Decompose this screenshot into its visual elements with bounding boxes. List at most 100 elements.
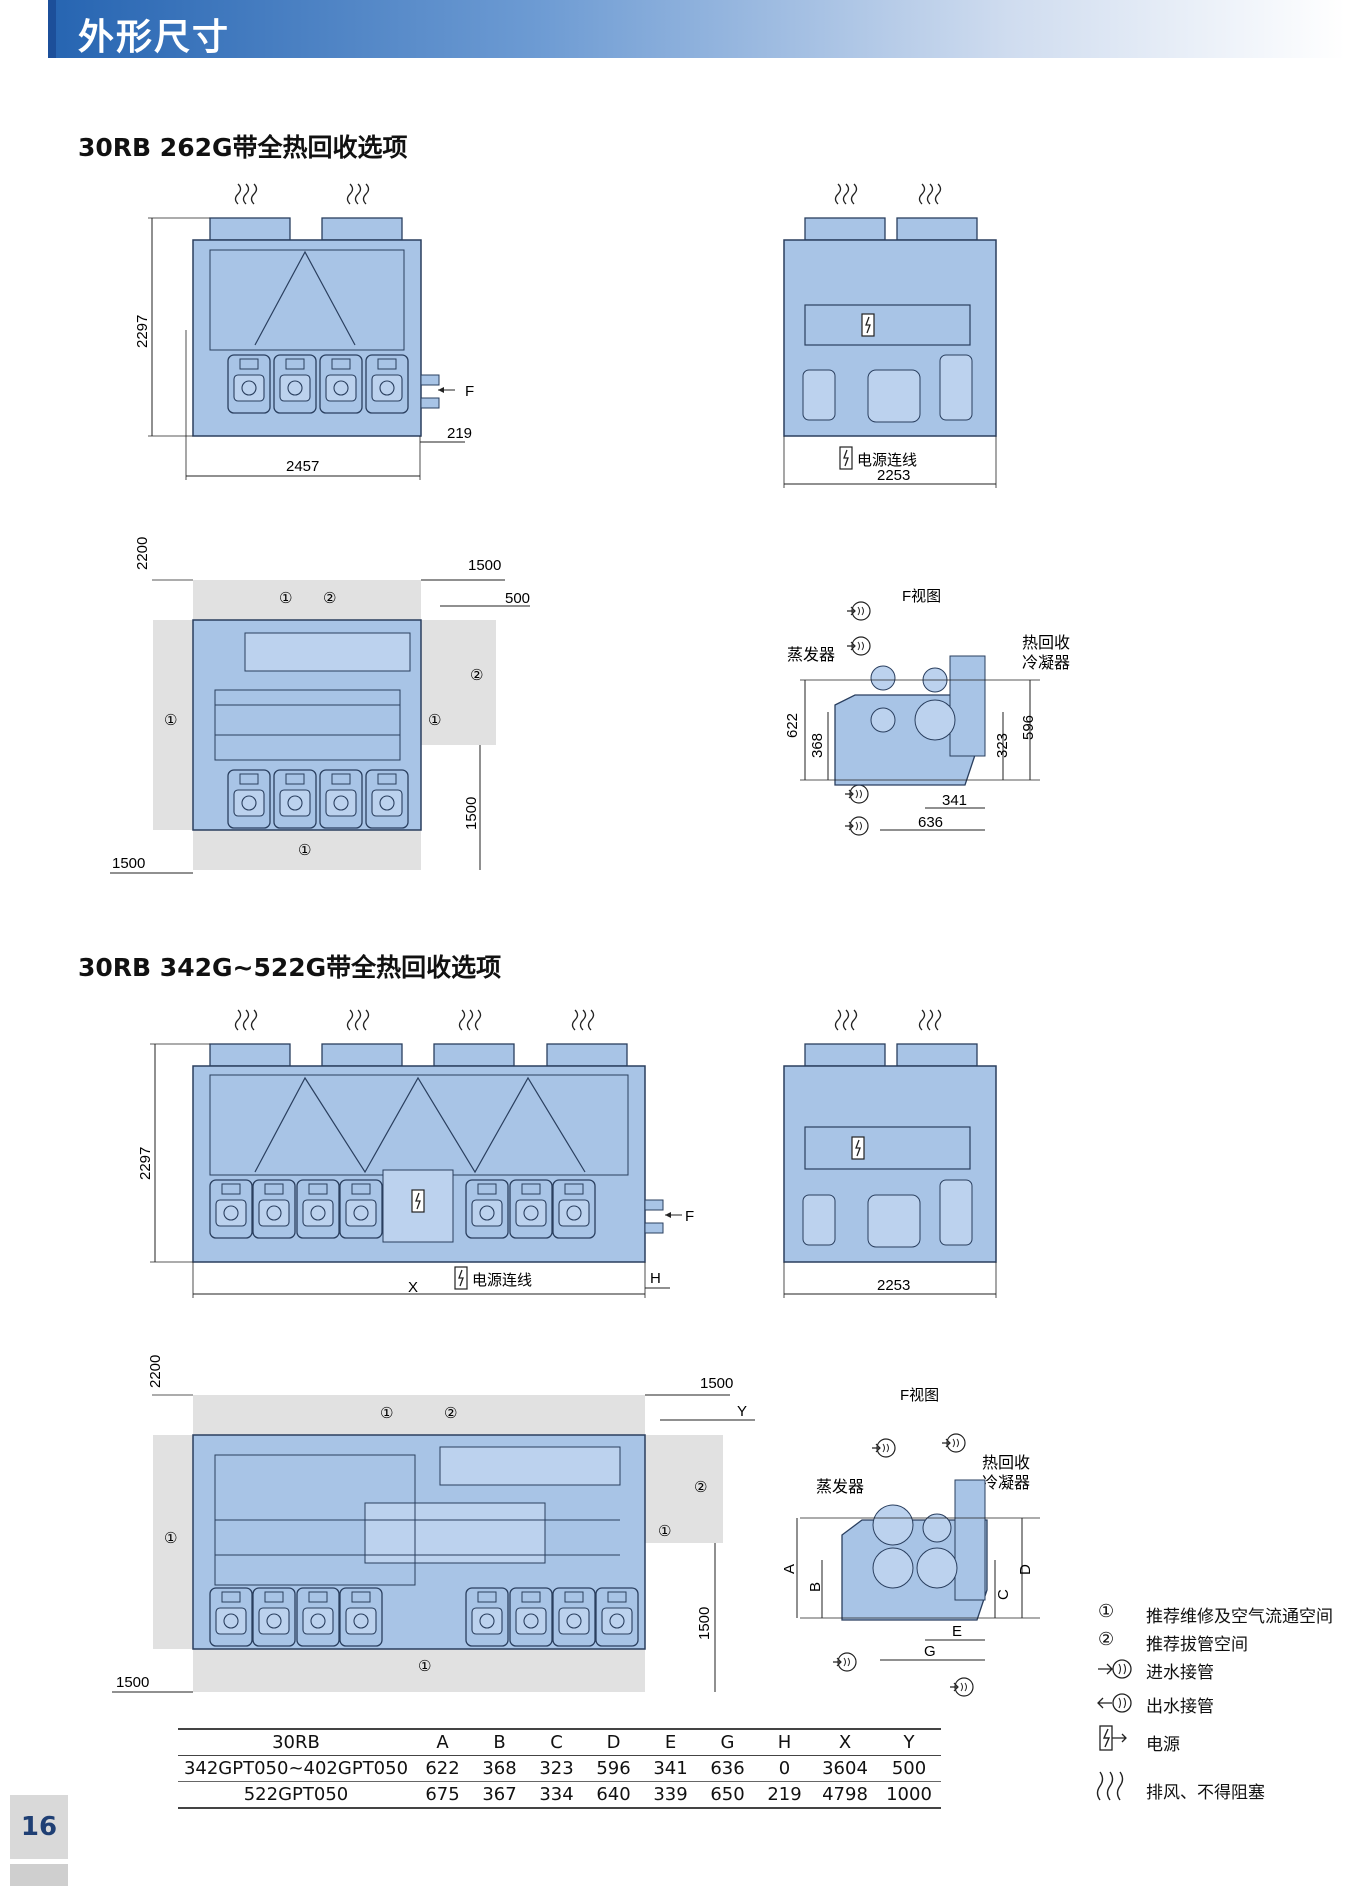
s1-fview-title: F视图 [902, 588, 941, 605]
s1-plan-right-dim: 1500 [468, 557, 501, 574]
outlet-pipe-icon [1097, 1693, 1132, 1713]
s2-plan-m1-left: ① [164, 1530, 177, 1547]
s2-evaporator-label: 蒸发器 [816, 1478, 864, 1496]
s1-side-view: 2253 电源连线 [783, 183, 997, 488]
table-header: B [493, 1732, 506, 1753]
s2-plan-m1-bottom: ① [418, 1658, 431, 1675]
s2-plan-side-dim: Y [737, 1403, 747, 1420]
s2-fview-title: F视图 [900, 1387, 939, 1404]
s1-plan-left-dim: 1500 [112, 855, 145, 872]
legend-item: 进水接管 [1092, 1656, 1342, 1690]
legend-label: 电源 [1146, 1735, 1180, 1755]
legend-marker-1: ① [1098, 1601, 1115, 1622]
s1-height-dim: 2297 [134, 315, 151, 348]
table-cell: 339 [642, 1781, 699, 1808]
s1-plan-m1-left: ① [164, 712, 177, 729]
s1-plan-m1-right: ① [428, 712, 441, 729]
s1-power-label: 电源连线 [857, 452, 917, 469]
table-cell: 341 [653, 1758, 688, 1779]
s2-plan-m1-top: ① [380, 1405, 393, 1422]
s1-plan-m2-right: ② [470, 667, 483, 684]
table-cell: 368 [482, 1758, 517, 1779]
table-header: H [777, 1732, 792, 1753]
legend-item: ① 推荐维修及空气流通空间 [1092, 1600, 1342, 1628]
table-header: C [550, 1732, 563, 1753]
legend-item: 电源 [1092, 1724, 1342, 1768]
s1-plan-side-dim: 500 [505, 590, 530, 607]
table-cell: 4798 [813, 1781, 877, 1808]
section1-title: 30RB 262G带全热回收选项 [78, 133, 408, 162]
airflow-icon [1096, 1771, 1124, 1801]
table-cell: 334 [528, 1781, 585, 1808]
legend-item: ② 推荐拔管空间 [1092, 1628, 1342, 1656]
s2-width-dim: X [408, 1279, 418, 1296]
table-cell: 367 [471, 1781, 528, 1808]
table-cell: 675 [414, 1781, 471, 1808]
table-row: 522GPT050 675 367 334 640 339 650 219 47… [178, 1781, 941, 1808]
table-header: D [606, 1732, 621, 1753]
s2-condenser-label-2: 冷凝器 [982, 1474, 1030, 1492]
s2-offset-dim: H [650, 1270, 661, 1287]
s2-f-marker: F [685, 1208, 694, 1225]
legend: ① 推荐维修及空气流通空间 ② 推荐拔管空间 进水接管 出水接管 电源 [1092, 1600, 1342, 1808]
s1-width-dim: 2457 [286, 458, 319, 475]
inlet-pipe-icon [1098, 1659, 1132, 1679]
table-header: G [720, 1732, 735, 1753]
table-cell: 596 [596, 1758, 631, 1779]
s2-power-label: 电源连线 [472, 1272, 532, 1289]
s1-plan-top-dim: 2200 [134, 537, 151, 570]
s2-height-dim: 2297 [137, 1147, 154, 1180]
s1-evaporator-label: 蒸发器 [787, 646, 835, 664]
s1-dim-b: 368 [809, 733, 826, 758]
s1-plan-m1-top: ① [279, 590, 292, 607]
s2-front-view: F 2297 X H 电源连线 [137, 1009, 694, 1298]
table-cell: 522GPT050 [178, 1781, 414, 1808]
page-header: 外形尺寸 [0, 0, 1345, 58]
s2-dim-e: E [952, 1623, 962, 1640]
s1-f-marker: F [465, 383, 474, 400]
table-cell: 640 [585, 1781, 642, 1808]
s2-dim-c: C [995, 1589, 1012, 1600]
s1-plan-bottom-dim: 1500 [463, 797, 480, 830]
dimension-table: 30RB A B C D E G H X Y 342GPT050~402GPT0… [178, 1728, 941, 1809]
table-cell: 622 [425, 1758, 460, 1779]
table-cell: 650 [699, 1781, 756, 1808]
table-cell: 500 [891, 1758, 927, 1779]
table-cell: 323 [539, 1758, 574, 1779]
s2-plan-m2-right: ② [694, 1479, 707, 1496]
table-cell: 0 [778, 1758, 791, 1779]
legend-label: 排风、不得阻塞 [1146, 1783, 1265, 1803]
s2-plan-m1-right: ① [658, 1523, 671, 1540]
s1-plan-m2-top: ② [323, 590, 336, 607]
legend-marker-2: ② [1098, 1629, 1115, 1650]
s1-dim-c: 323 [994, 733, 1011, 758]
table-cell: 219 [756, 1781, 813, 1808]
s1-plan-view: ① ② ① ① ② ① 2200 1500 500 1500 1500 [110, 537, 530, 874]
legend-label: 推荐维修及空气流通空间 [1146, 1607, 1333, 1627]
table-cell: 342GPT050~402GPT050 [183, 1758, 409, 1779]
s2-dim-g: G [924, 1643, 936, 1660]
s2-dim-d: D [1017, 1564, 1034, 1575]
s2-plan-view: ① ② ① ① ② ① 2200 1500 Y 1500 1500 [112, 1355, 755, 1693]
legend-label: 推荐拔管空间 [1146, 1635, 1248, 1655]
s2-side-width-dim: 2253 [877, 1277, 910, 1294]
s1-offset-dim: 219 [447, 425, 472, 442]
table-header: X [838, 1732, 852, 1753]
s1-condenser-label-1: 热回收 [1022, 634, 1070, 652]
table-cell: 636 [710, 1758, 745, 1779]
header-accent-bar [48, 0, 56, 58]
table-cell: 3604 [822, 1758, 868, 1779]
power-icon [1099, 1725, 1127, 1751]
page-number: 16 [10, 1795, 68, 1859]
table-header-row: 30RB A B C D E G H X Y [178, 1729, 941, 1756]
s1-dim-g: 636 [918, 814, 943, 831]
s2-dim-a: A [781, 1564, 798, 1574]
s1-f-view: F视图 蒸发器 热回收 冷凝器 622 368 323 596 341 636 [784, 588, 1070, 836]
table-row: 342GPT050~402GPT050 622 368 323 596 341 … [178, 1756, 941, 1782]
s2-side-view: 2253 [783, 1009, 997, 1298]
s1-condenser-label-2: 冷凝器 [1022, 654, 1070, 672]
s2-plan-right-dim: 1500 [700, 1375, 733, 1392]
s1-plan-m1-bottom: ① [298, 842, 311, 859]
s2-plan-left-dim: 1500 [116, 1674, 149, 1691]
table-header: E [664, 1732, 677, 1753]
